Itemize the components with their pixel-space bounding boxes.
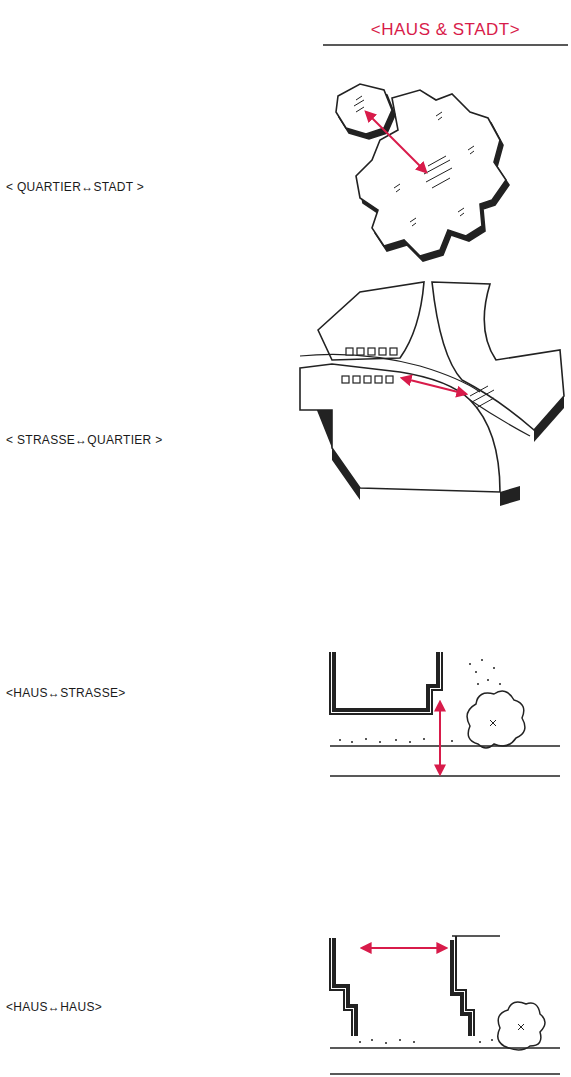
- district-terrain: [300, 282, 564, 506]
- house-street-section: [330, 652, 560, 776]
- diagram-title: <HAUS & STADT>: [323, 20, 568, 40]
- row-label: < QUARTIER↔STADT >: [6, 180, 144, 194]
- title-underline: [323, 44, 568, 46]
- row-label: < STRASSE↔QUARTIER >: [6, 433, 163, 447]
- house-house-section: [330, 936, 560, 1074]
- row-label: <HAUS↔STRASSE>: [6, 686, 126, 700]
- city-map: [336, 84, 509, 261]
- row-label: <HAUS↔HAUS>: [6, 1000, 102, 1014]
